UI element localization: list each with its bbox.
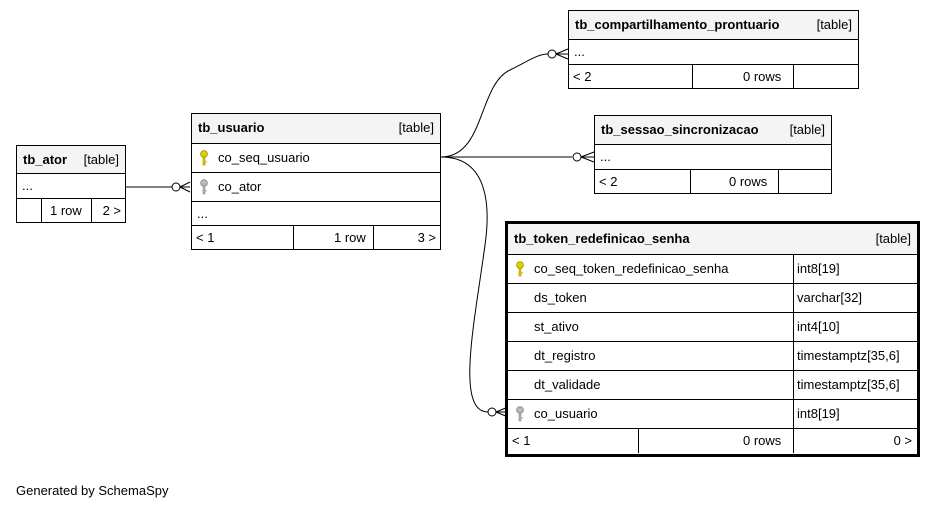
table-kind: [table] bbox=[816, 17, 852, 32]
table-footer: < 2 0 rows bbox=[595, 170, 831, 194]
row-count: 1 row bbox=[334, 230, 366, 245]
column-name: st_ativo bbox=[534, 319, 579, 334]
table-footer: < 1 0 rows 0 > bbox=[508, 429, 917, 453]
table-footer: < 2 0 rows bbox=[569, 65, 858, 89]
column-type: int8[19] bbox=[797, 406, 840, 421]
table-name: tb_token_redefinicao_senha bbox=[514, 231, 690, 246]
table-header: tb_sessao_sincronizacao [table] bbox=[595, 116, 831, 145]
relation-usuario-compartilhamento-optional-marker bbox=[547, 49, 557, 59]
table-name: tb_compartilhamento_prontuario bbox=[575, 17, 780, 32]
primary-key-icon bbox=[516, 261, 524, 277]
relation-usuario-sessao-optional-marker bbox=[572, 152, 582, 162]
column-type: timestamptz[35,6] bbox=[797, 377, 900, 392]
ellipsis: ... bbox=[197, 206, 208, 221]
row-count: 0 rows bbox=[743, 69, 782, 84]
row-count: 0 rows bbox=[743, 433, 782, 448]
column-type: varchar[32] bbox=[797, 290, 863, 305]
column-type: int4[10] bbox=[797, 319, 840, 334]
table-header: tb_token_redefinicao_senha [table] bbox=[508, 224, 917, 255]
relation-usuario-token-optional-marker bbox=[487, 407, 497, 417]
more-columns-row: ... bbox=[569, 40, 858, 65]
table-kind: [table] bbox=[875, 231, 911, 246]
column-row[interactable]: dt_validade timestamptz[35,6] bbox=[508, 371, 917, 400]
column-type: timestamptz[35,6] bbox=[797, 348, 900, 363]
parents-count: < 1 bbox=[512, 433, 531, 448]
table-name: tb_sessao_sincronizacao bbox=[601, 122, 759, 137]
column-type: int8[19] bbox=[797, 261, 840, 276]
table-tb-ator[interactable]: tb_ator [table] ... 1 row 2 > bbox=[16, 145, 126, 223]
column-name: dt_registro bbox=[534, 348, 596, 363]
ellipsis: ... bbox=[22, 178, 33, 193]
table-header: tb_ator [table] bbox=[17, 146, 125, 174]
children-count: 3 > bbox=[417, 230, 436, 245]
parents-count: < 2 bbox=[599, 174, 618, 189]
relation-usuario-compartilhamento-crow-foot bbox=[555, 48, 569, 60]
relation-ator-usuario-crow-foot bbox=[179, 181, 191, 193]
table-kind: [table] bbox=[83, 152, 119, 167]
table-header: tb_usuario [table] bbox=[192, 114, 440, 144]
relation-usuario-compartilhamento bbox=[440, 53, 549, 158]
column-name: co_ator bbox=[218, 179, 262, 194]
children-count: 2 > bbox=[102, 203, 121, 218]
relation-ator-usuario-optional-marker bbox=[171, 182, 181, 192]
column-name: co_usuario bbox=[534, 406, 598, 421]
table-footer: < 1 1 row 3 > bbox=[192, 226, 440, 250]
schemaspy-credit: Generated by SchemaSpy bbox=[16, 483, 169, 498]
parents-count: < 2 bbox=[573, 69, 592, 84]
column-row[interactable]: co_usuario int8[19] bbox=[508, 400, 917, 429]
table-kind: [table] bbox=[398, 120, 434, 135]
row-count: 0 rows bbox=[729, 174, 768, 189]
row-count: 1 row bbox=[50, 203, 82, 218]
primary-key-icon bbox=[200, 150, 208, 166]
table-tb-usuario[interactable]: tb_usuario [table] co_seq_usuario co_ato… bbox=[191, 113, 441, 250]
column-row[interactable]: co_ator bbox=[192, 173, 440, 202]
column-name: ds_token bbox=[534, 290, 587, 305]
table-tb-token-redefinicao-senha[interactable]: tb_token_redefinicao_senha [table] co_se… bbox=[505, 221, 920, 457]
parents-count: < 1 bbox=[196, 230, 215, 245]
column-name: co_seq_token_redefinicao_senha bbox=[534, 261, 729, 276]
table-footer: 1 row 2 > bbox=[17, 199, 125, 223]
column-row[interactable]: dt_registro timestamptz[35,6] bbox=[508, 342, 917, 371]
column-row[interactable]: co_seq_token_redefinicao_senha int8[19] bbox=[508, 255, 917, 284]
table-name: tb_ator bbox=[23, 152, 68, 167]
more-columns-row: ... bbox=[192, 202, 440, 226]
table-tb-sessao-sincronizacao[interactable]: tb_sessao_sincronizacao [table] ... < 2 … bbox=[594, 115, 832, 194]
table-kind: [table] bbox=[789, 122, 825, 137]
table-header: tb_compartilhamento_prontuario [table] bbox=[569, 11, 858, 40]
relation-usuario-token bbox=[440, 156, 489, 413]
relation-usuario-sessao-crow-foot bbox=[580, 151, 595, 163]
ellipsis: ... bbox=[600, 149, 611, 164]
column-name: dt_validade bbox=[534, 377, 601, 392]
column-row[interactable]: co_seq_usuario bbox=[192, 144, 440, 173]
foreign-key-icon bbox=[200, 179, 208, 195]
children-count: 0 > bbox=[893, 433, 912, 448]
more-columns-row: ... bbox=[595, 145, 831, 170]
column-name: co_seq_usuario bbox=[218, 150, 310, 165]
more-columns-row: ... bbox=[17, 174, 125, 199]
column-row[interactable]: ds_token varchar[32] bbox=[508, 284, 917, 313]
ellipsis: ... bbox=[574, 44, 585, 59]
table-name: tb_usuario bbox=[198, 120, 265, 135]
table-tb-compartilhamento-prontuario[interactable]: tb_compartilhamento_prontuario [table] .… bbox=[568, 10, 859, 89]
foreign-key-icon bbox=[516, 406, 524, 422]
column-row[interactable]: st_ativo int4[10] bbox=[508, 313, 917, 342]
